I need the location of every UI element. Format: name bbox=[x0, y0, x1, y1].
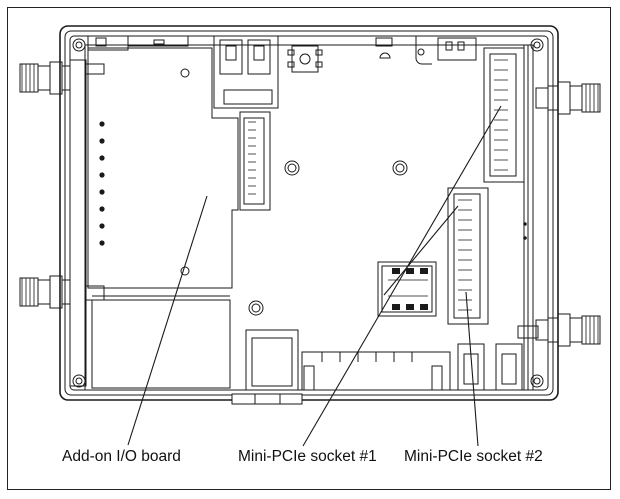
leader-mini-pcie-socket-1 bbox=[302, 105, 502, 447]
standoffs bbox=[248, 160, 408, 316]
mini-pcie-socket-1 bbox=[483, 47, 525, 183]
leader-mini-pcie-socket-1b bbox=[383, 205, 459, 296]
antenna-right-top-icon bbox=[535, 81, 601, 115]
mini-pcie-slot-addon bbox=[239, 111, 271, 211]
antenna-connector-icon bbox=[495, 343, 523, 391]
switch-icon bbox=[287, 45, 323, 73]
power-jack-icon bbox=[415, 36, 477, 65]
leader-lines bbox=[127, 105, 502, 447]
antenna-right-bottom-icon bbox=[535, 313, 601, 347]
leader-mini-pcie-socket-2 bbox=[465, 291, 479, 447]
audio-jack-icon bbox=[245, 329, 299, 391]
usb-port-icon bbox=[213, 35, 279, 109]
screw-icon bbox=[72, 38, 86, 52]
mini-pcie-socket-2 bbox=[447, 187, 489, 325]
antenna-connectors bbox=[19, 61, 601, 347]
main-board bbox=[84, 44, 534, 391]
label-mini-pcie-socket-1: Mini-PCIe socket #1 bbox=[238, 448, 377, 465]
label-addon-io-board: Add-on I/O board bbox=[62, 448, 181, 465]
addon-io-board bbox=[69, 47, 239, 389]
mounting-screws bbox=[72, 38, 544, 388]
leader-addon-io-board bbox=[127, 195, 208, 446]
addon-board-holes bbox=[99, 121, 105, 246]
figure-frame bbox=[7, 7, 611, 490]
screw-icon bbox=[530, 374, 544, 388]
enclosure bbox=[59, 25, 559, 405]
label-mini-pcie-socket-2: Mini-PCIe socket #2 bbox=[404, 448, 543, 465]
antenna-left-top-icon bbox=[19, 61, 71, 95]
screw-icon bbox=[72, 374, 86, 388]
sim-card-holder bbox=[377, 261, 437, 317]
antenna-left-bottom-icon bbox=[19, 275, 71, 309]
top-connectors bbox=[87, 35, 477, 109]
